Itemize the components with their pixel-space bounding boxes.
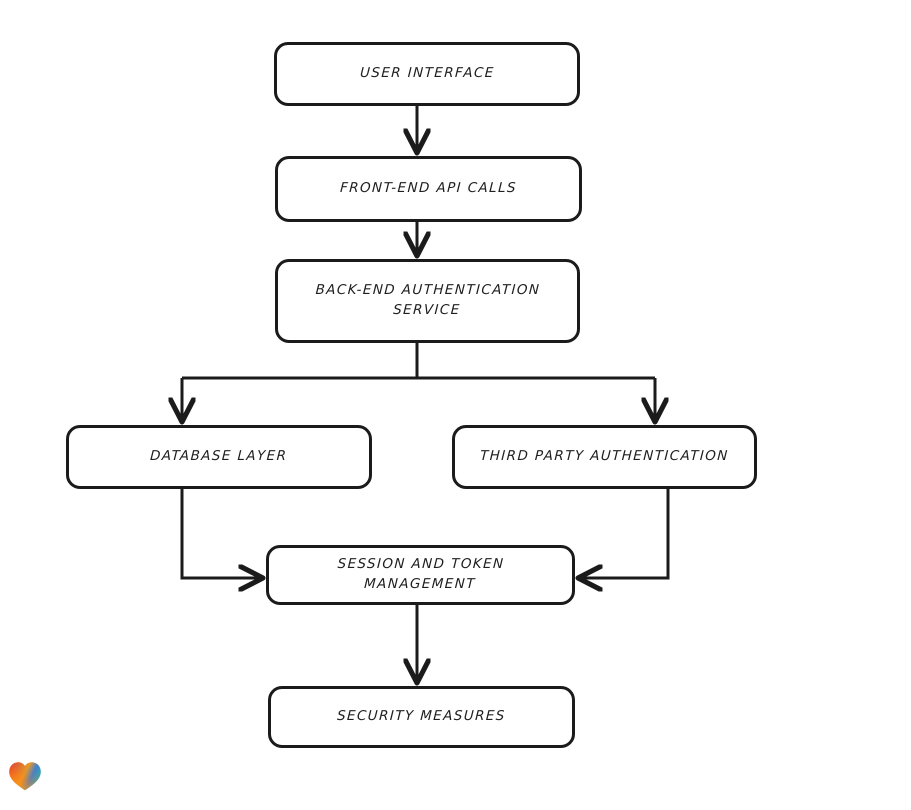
node-frontend-api-calls-label: FRONT-END API CALLS — [339, 180, 518, 197]
node-frontend-api-calls[interactable]: FRONT-END API CALLS — [275, 156, 582, 222]
node-database-layer-label: DATABASE LAYER — [149, 448, 289, 465]
node-session-and-token-management-label: SESSION AND TOKEN MANAGEMENT — [337, 556, 505, 592]
heart-icon — [9, 762, 41, 791]
node-user-interface[interactable]: USER INTERFACE — [274, 42, 580, 106]
node-database-layer[interactable]: DATABASE LAYER — [66, 425, 372, 489]
node-session-and-token-management[interactable]: SESSION AND TOKEN MANAGEMENT — [266, 545, 575, 605]
node-backend-authentication-service[interactable]: BACK-END AUTHENTICATION SERVICE — [275, 259, 580, 343]
edge-database-to-session — [180, 489, 260, 578]
node-backend-authentication-service-label: BACK-END AUTHENTICATION SERVICE — [315, 282, 541, 318]
node-third-party-authentication[interactable]: THIRD PARTY AUTHENTICATION — [452, 425, 757, 489]
edge-thirdparty-to-session — [581, 489, 670, 578]
node-security-measures-label: SECURITY MEASURES — [336, 708, 507, 725]
node-security-measures[interactable]: SECURITY MEASURES — [268, 686, 575, 748]
node-third-party-authentication-label: THIRD PARTY AUTHENTICATION — [479, 448, 730, 465]
node-user-interface-label: USER INTERFACE — [359, 65, 495, 82]
